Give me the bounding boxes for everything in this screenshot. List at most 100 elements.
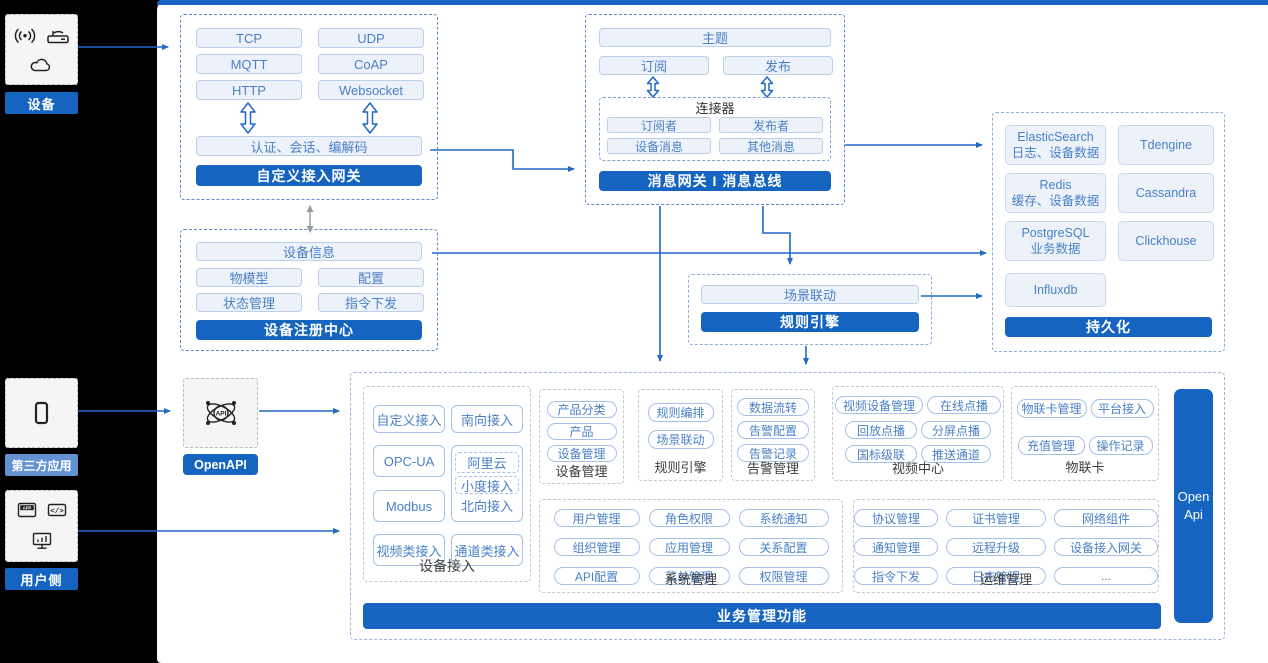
btn-gb-cascade: 国标级联 bbox=[845, 445, 917, 463]
config-item: 配置 bbox=[318, 268, 424, 287]
connector-title: 连接器 bbox=[695, 101, 735, 116]
btn-rule-orchestration: 规则编排 bbox=[647, 403, 714, 422]
wifi-signal-icon bbox=[14, 27, 35, 43]
business-title-bar: 业务管理功能 bbox=[363, 603, 1161, 629]
group-video-center: 视频设备管理 在线点播 回放点播 分屏点播 国标级联 推送通道 视频中心 bbox=[832, 386, 1004, 481]
other-message-item: 其他消息 bbox=[719, 138, 823, 154]
db-name: PostgreSQL bbox=[1021, 225, 1090, 240]
protocol-tcp: TCP bbox=[196, 28, 302, 48]
btn-protocol-mgmt: 协议管理 bbox=[854, 509, 938, 527]
btn-custom-access: 自定义接入 bbox=[373, 405, 445, 433]
db-name: Cassandra bbox=[1135, 185, 1197, 200]
db-redis: Redis 缓存、设备数据 bbox=[1005, 173, 1106, 213]
db-desc: 日志、设备数据 bbox=[1011, 146, 1100, 160]
group-label-rule-engine: 规则引擎 bbox=[654, 460, 707, 475]
btn-notice-mgmt: 通知管理 bbox=[854, 538, 938, 556]
btn-online-play: 在线点播 bbox=[927, 396, 1001, 414]
persistence-title: 持久化 bbox=[1005, 317, 1212, 337]
group-label-system-mgmt: 系统管理 bbox=[664, 572, 717, 587]
group-device-mgmt: 产品分类 产品 设备管理 设备管理 bbox=[539, 389, 624, 484]
app-window-icon: APP bbox=[17, 503, 36, 518]
custom-gateway-title: 自定义接入网关 bbox=[196, 165, 422, 186]
topic-bar: 主题 bbox=[599, 28, 831, 47]
open-api-vertical-bar: Open Api bbox=[1174, 389, 1213, 623]
btn-recharge-mgmt: 充值管理 bbox=[1017, 436, 1085, 455]
group-label-device-mgmt: 设备管理 bbox=[555, 464, 608, 479]
custom-gateway-box: TCP UDP MQTT CoAP HTTP Websocket 认证、会话、编… bbox=[180, 14, 438, 200]
group-label-ops-mgmt: 运维管理 bbox=[979, 572, 1032, 587]
svg-text:</>: </> bbox=[50, 508, 64, 516]
btn-api-config: API配置 bbox=[553, 567, 640, 585]
user-side-box: APP </> bbox=[5, 490, 78, 562]
user-side-label: 用户侧 bbox=[5, 568, 78, 590]
publish-item: 发布 bbox=[723, 56, 833, 75]
open-api-line1: Open bbox=[1177, 489, 1210, 505]
device-sources-label: 设备 bbox=[5, 92, 78, 114]
db-desc: 业务数据 bbox=[1030, 242, 1081, 256]
btn-org-mgmt: 组织管理 bbox=[553, 538, 640, 556]
router-icon bbox=[46, 30, 69, 43]
btn-modbus: Modbus bbox=[373, 490, 445, 522]
btn-video-device-mgmt: 视频设备管理 bbox=[835, 396, 923, 414]
btn-operation-record: 操作记录 bbox=[1088, 436, 1153, 455]
btn-alarm-config: 告警配置 bbox=[737, 421, 809, 439]
btn-xiaodu-access: 小度接入 bbox=[455, 476, 519, 494]
panel-top-accent-line bbox=[157, 0, 1268, 5]
third-party-box bbox=[5, 378, 78, 448]
group-rule-engine: 规则编排 场景联动 规则引擎 bbox=[638, 389, 723, 481]
phone-icon bbox=[34, 401, 49, 425]
btn-platform-access: 平台接入 bbox=[1090, 399, 1154, 418]
group-label-device-access: 设备接入 bbox=[419, 558, 475, 574]
auth-session-codec-bar: 认证、会话、编解码 bbox=[196, 136, 422, 156]
db-name: Clickhouse bbox=[1135, 233, 1197, 248]
btn-app-mgmt: 应用管理 bbox=[648, 538, 730, 556]
rule-engine-box: 场景联动 规则引擎 bbox=[688, 274, 932, 345]
device-registry-title: 设备注册中心 bbox=[196, 320, 422, 340]
btn-menu-mgmt: 菜单管理 bbox=[648, 567, 730, 585]
db-postgresql: PostgreSQL 业务数据 bbox=[1005, 221, 1106, 261]
btn-split-screen: 分屏点播 bbox=[921, 421, 991, 439]
btn-device-access-gateway: 设备接入网关 bbox=[1054, 538, 1158, 556]
btn-device-mgmt: 设备管理 bbox=[546, 445, 617, 462]
btn-opc-ua: OPC-UA bbox=[373, 445, 445, 477]
device-registry-box: 设备信息 物模型 配置 状态管理 指令下发 设备注册中心 bbox=[180, 229, 438, 351]
group-label-alarm: 告警管理 bbox=[746, 461, 799, 476]
db-elasticsearch: ElasticSearch 日志、设备数据 bbox=[1005, 125, 1106, 165]
thing-model-item: 物模型 bbox=[196, 268, 302, 287]
btn-role-permission: 角色权限 bbox=[648, 509, 730, 527]
group-label-iot-card: 物联卡 bbox=[1065, 460, 1105, 475]
btn-log-mgmt: 日志管理 bbox=[946, 567, 1046, 585]
btn-south-access: 南向接入 bbox=[451, 405, 523, 433]
api-atom-icon: API bbox=[205, 401, 236, 425]
protocol-websocket: Websocket bbox=[318, 80, 424, 100]
btn-alarm-record: 告警记录 bbox=[737, 444, 809, 462]
group-iot-card: 物联卡管理 平台接入 充值管理 操作记录 物联卡 bbox=[1011, 386, 1159, 481]
btn-scene-linkage: 场景联动 bbox=[647, 430, 714, 449]
north-access-box: 阿里云 小度接入 北向接入 bbox=[451, 445, 523, 522]
btn-remote-upgrade: 远程升级 bbox=[946, 538, 1046, 556]
publisher-item: 发布者 bbox=[719, 117, 823, 133]
third-party-label: 第三方应用 bbox=[5, 454, 78, 476]
btn-product: 产品 bbox=[546, 423, 617, 440]
connector-box: 连接器 订阅者 发布者 设备消息 其他消息 bbox=[599, 97, 831, 161]
db-tdengine: Tdengine bbox=[1118, 125, 1214, 165]
btn-more: ... bbox=[1054, 567, 1158, 585]
db-name: ElasticSearch bbox=[1017, 129, 1094, 144]
btn-network-component: 网络组件 bbox=[1054, 509, 1158, 527]
north-access-label: 北向接入 bbox=[460, 499, 513, 514]
svg-text:APP: APP bbox=[22, 506, 31, 511]
btn-command-send: 指令下发 bbox=[854, 567, 938, 585]
btn-user-mgmt: 用户管理 bbox=[553, 509, 640, 527]
group-system-mgmt: 用户管理 角色权限 系统通知 组织管理 应用管理 关系配置 API配置 菜单管理… bbox=[539, 499, 843, 593]
btn-permission-mgmt: 权限管理 bbox=[738, 567, 829, 585]
btn-relation-config: 关系配置 bbox=[738, 538, 829, 556]
persistence-box: ElasticSearch 日志、设备数据 Tdengine Redis 缓存、… bbox=[992, 112, 1225, 352]
db-influxdb: Influxdb bbox=[1005, 273, 1106, 307]
btn-video-access: 视频类接入 bbox=[373, 534, 445, 566]
open-api-line2: Api bbox=[1184, 507, 1203, 522]
protocol-coap: CoAP bbox=[318, 54, 424, 74]
group-device-access: 自定义接入 OPC-UA Modbus 视频类接入 南向接入 阿里云 小度接入 … bbox=[363, 386, 531, 582]
code-window-icon: </> bbox=[47, 504, 66, 517]
device-info-bar: 设备信息 bbox=[196, 242, 422, 261]
